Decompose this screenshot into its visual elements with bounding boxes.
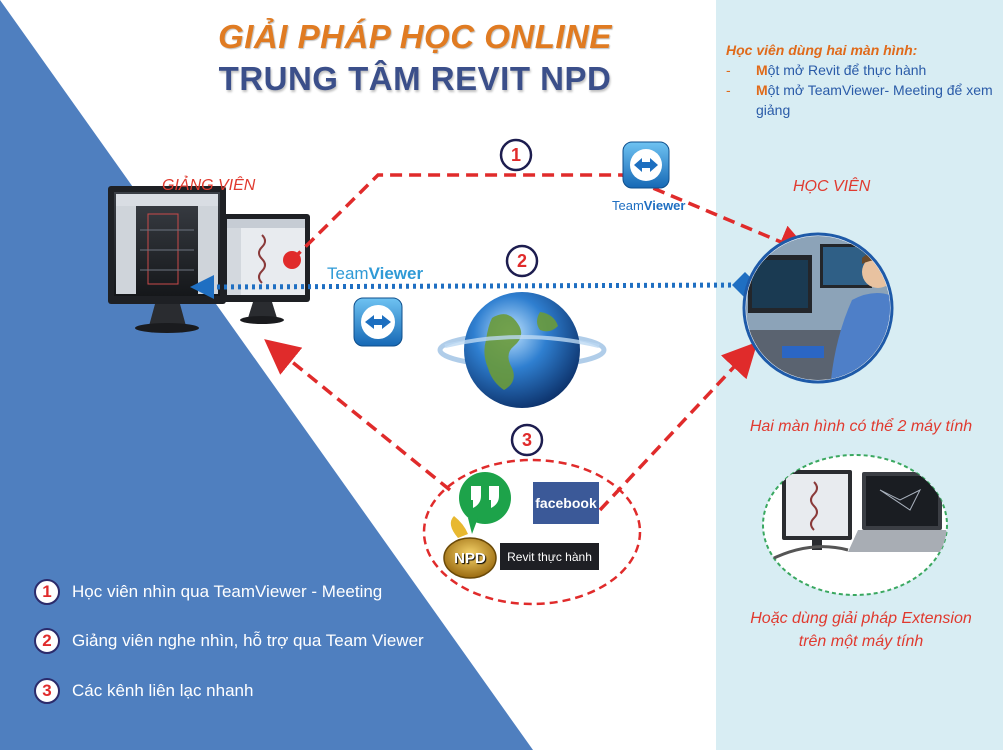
channels-ellipse bbox=[422, 458, 642, 606]
note-item-2-first: M bbox=[756, 82, 768, 98]
step-number-1: 1 bbox=[510, 144, 521, 165]
note-item-2-dash: - bbox=[726, 82, 731, 98]
step-circle-1 bbox=[499, 138, 533, 172]
step-circle-3 bbox=[510, 423, 544, 457]
facebook-badge bbox=[533, 482, 599, 524]
extension-laptop-setup bbox=[762, 454, 948, 596]
teamviewer-wordmark-small: TeamViewer bbox=[612, 198, 685, 213]
note-item-1-dash: - bbox=[726, 62, 731, 78]
globe-icon bbox=[437, 292, 607, 408]
legend-number-1: 1 bbox=[34, 579, 60, 605]
caption-two-screens: Hai màn hình có thể 2 máy tính bbox=[749, 418, 973, 435]
legend-item-1: 1 Học viên nhìn qua TeamViewer - Meeting bbox=[34, 579, 382, 605]
note-item-2-text: ột mở TeamViewer- Meeting để xem giảng bbox=[756, 82, 993, 118]
caption-extension-line-1: Hoặc dùng giải pháp Extension bbox=[750, 610, 972, 627]
legend-item-2: 2 Giảng viên nghe nhìn, hỗ trợ qua Team … bbox=[34, 628, 424, 654]
facebook-label: facebook bbox=[535, 495, 597, 511]
title-line-1: GIẢI PHÁP HỌC ONLINE bbox=[218, 18, 612, 55]
legend-text-2: Giảng viên nghe nhìn, hỗ trợ qua Team Vi… bbox=[72, 631, 424, 650]
arrow-1-start-dot bbox=[283, 251, 301, 269]
step-circle-2 bbox=[505, 244, 539, 278]
legend-number-3: 3 bbox=[34, 678, 60, 704]
teamviewer-large-team: Team bbox=[327, 264, 369, 283]
teamviewer-large-viewer: Viewer bbox=[368, 264, 424, 283]
hangouts-icon bbox=[459, 472, 511, 534]
teamviewer-wordmark-large: TeamViewer bbox=[327, 264, 423, 284]
student-label: HỌC VIÊN bbox=[793, 178, 871, 195]
arrow-2-head bbox=[190, 275, 214, 299]
instructor-monitors bbox=[108, 186, 310, 333]
note-item-1-text: ột mở Revit để thực hành bbox=[767, 62, 927, 78]
student-photo bbox=[742, 232, 894, 384]
step-number-2: 2 bbox=[516, 250, 527, 271]
note-item-1-first: M bbox=[756, 62, 768, 78]
arrow-path-1 bbox=[290, 173, 813, 262]
revit-group-badge bbox=[500, 543, 599, 570]
arrow-path-2 bbox=[211, 282, 746, 290]
student-panel-background bbox=[716, 0, 1003, 750]
teamviewer-small-viewer: Viewer bbox=[643, 198, 686, 213]
note-item-2: - Một mở TeamViewer- Meeting để xem giản… bbox=[726, 80, 996, 120]
legend-number-2: 2 bbox=[34, 628, 60, 654]
teamviewer-icon-middle bbox=[353, 297, 403, 347]
arrow-path-3-right bbox=[598, 341, 758, 512]
npd-label: NPD bbox=[454, 549, 486, 567]
note-item-1: - Một mở Revit để thực hành bbox=[726, 60, 996, 80]
legend-item-3: 3 Các kênh liên lạc nhanh bbox=[34, 678, 253, 704]
teamviewer-icon-top bbox=[622, 141, 670, 189]
note-heading: Học viên dùng hai màn hình: bbox=[726, 42, 918, 58]
instructor-label: GIẢNG VIÊN bbox=[162, 177, 256, 194]
legend-text-1: Học viên nhìn qua TeamViewer - Meeting bbox=[72, 582, 383, 601]
revit-group-label: Revit thực hành bbox=[507, 549, 592, 564]
title-line-2: TRUNG TÂM REVIT NPD bbox=[218, 60, 612, 97]
npd-logo-icon bbox=[443, 516, 497, 579]
student-setup-note: Học viên dùng hai màn hình: - Một mở Rev… bbox=[726, 40, 996, 120]
caption-extension-line-2: trên một máy tính bbox=[798, 633, 924, 650]
legend-text-3: Các kênh liên lạc nhanh bbox=[72, 681, 254, 700]
arrow-path-3-left bbox=[264, 339, 452, 492]
teamviewer-small-team: Team bbox=[612, 198, 644, 213]
step-number-3: 3 bbox=[521, 429, 532, 450]
